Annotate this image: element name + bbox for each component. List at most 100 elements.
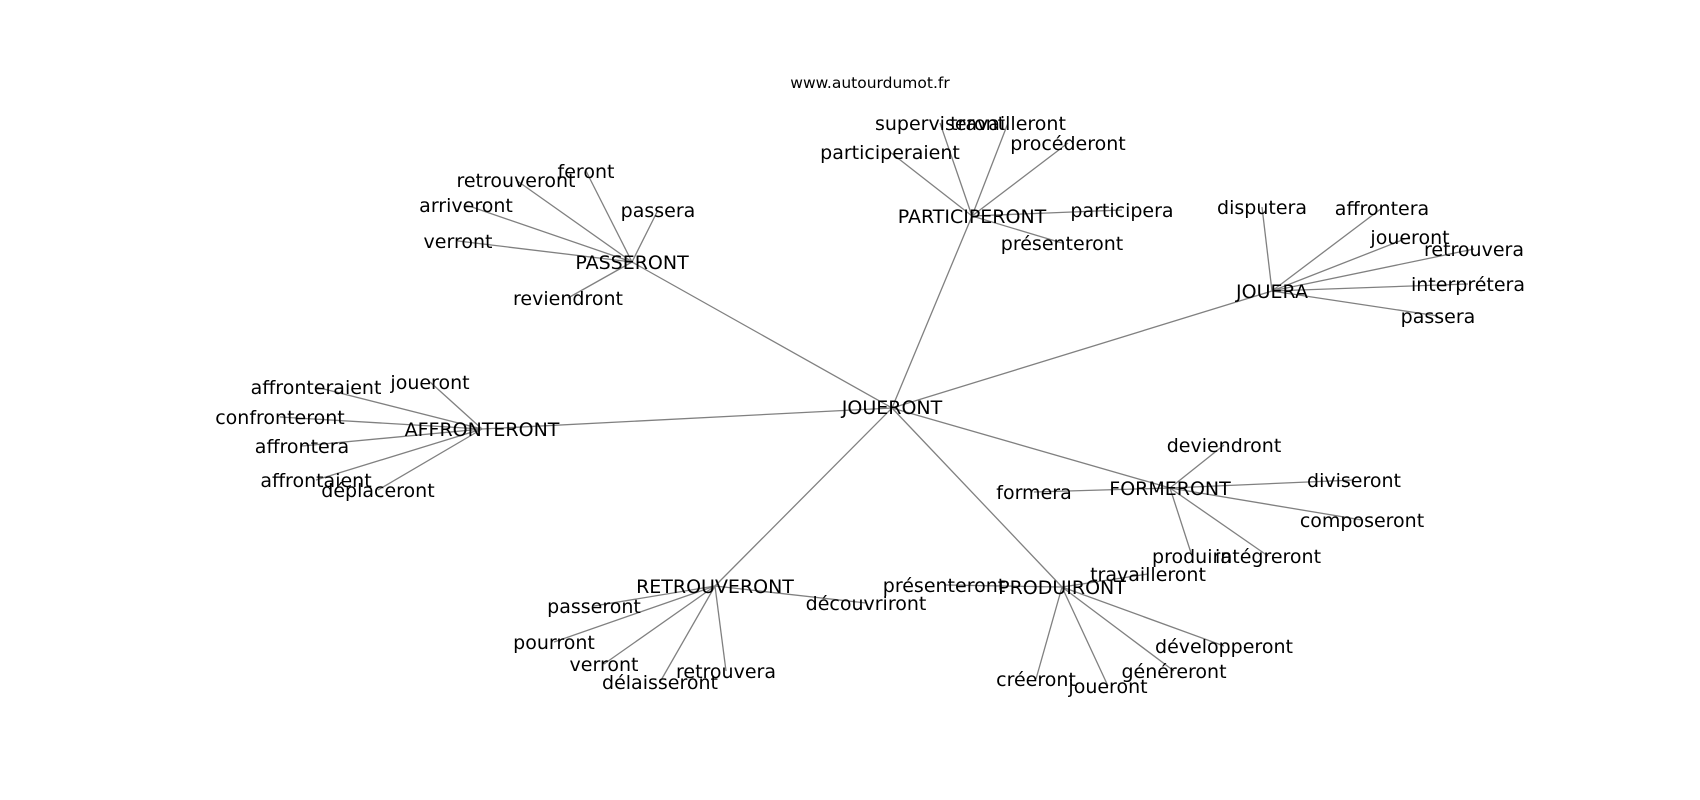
leaf-node-label: produira — [1152, 546, 1232, 568]
hub-leaf-edge — [585, 170, 633, 263]
leaf-node-label: délaisseront — [602, 672, 718, 694]
hub-leaf-edge — [1061, 586, 1175, 672]
hub-leaf-edge — [1169, 487, 1269, 557]
hub-leaf-edge — [279, 416, 483, 430]
graph-edges — [279, 122, 1475, 687]
hub-leaf-edge — [1271, 236, 1411, 292]
graph-labels: www.autourdumot.fr JOUERONT PARTICIPERON… — [215, 74, 1525, 698]
hub-leaf-edge — [1271, 283, 1469, 292]
leaf-node-label: pourront — [513, 632, 595, 654]
leaf-node-label: composeront — [1300, 510, 1424, 532]
leaf-node-label: travailleront — [1090, 564, 1206, 586]
hub-leaf-edge — [939, 122, 973, 217]
hub-leaf-edge — [659, 585, 716, 683]
leaf-node-label: passeront — [547, 596, 641, 618]
hub-leaf-edge — [1271, 207, 1383, 292]
hub-leaf-edge — [301, 428, 483, 447]
hub-node-label: JOUERA — [1235, 281, 1308, 303]
leaf-node-label: procéderont — [1010, 133, 1125, 155]
leaf-node-label: passera — [1401, 306, 1476, 328]
center-hub-edge — [891, 215, 973, 409]
center-hub-edge — [891, 407, 1171, 489]
hub-leaf-edge — [1169, 444, 1225, 489]
leaf-node-label: arriveront — [419, 195, 513, 217]
leaf-node-label: affronteraient — [251, 377, 382, 399]
center-hub-edge — [481, 407, 893, 430]
hub-leaf-edge — [603, 585, 716, 665]
leaf-node-label: participeraient — [820, 142, 960, 164]
center-hub-edge — [891, 407, 1063, 588]
hub-leaf-edge — [377, 428, 483, 491]
hub-node-label: RETROUVERONT — [636, 576, 794, 598]
leaf-node-label: deviendront — [1167, 435, 1282, 457]
leaf-node-label: joueront — [1369, 227, 1449, 249]
hub-node-label: PARTICIPERONT — [898, 206, 1047, 228]
leaf-node-label: joueront — [1067, 676, 1147, 698]
leaf-node-label: participera — [1070, 200, 1173, 222]
leaf-node-label: reviendront — [513, 288, 623, 310]
leaf-node-label: déplaceront — [321, 480, 434, 502]
hub-leaf-edge — [1169, 487, 1363, 521]
leaf-node-label: interprétera — [1411, 274, 1525, 296]
leaf-node-label: passera — [621, 200, 696, 222]
hub-node-label: PRODUIRONT — [998, 577, 1126, 599]
center-node-label: JOUERONT — [841, 397, 943, 419]
hub-leaf-edge — [315, 386, 483, 430]
hub-leaf-edge — [515, 179, 633, 263]
hub-leaf-edge — [1033, 487, 1171, 493]
center-hub-edge — [891, 290, 1273, 409]
hub-leaf-edge — [1061, 573, 1149, 588]
hub-leaf-edge — [553, 585, 716, 643]
leaf-node-label: superviseront — [875, 113, 1005, 135]
leaf-node-label: généreront — [1121, 661, 1226, 683]
hub-leaf-edge — [465, 204, 633, 263]
hub-leaf-edge — [714, 585, 867, 604]
leaf-node-label: présenteront — [883, 575, 1005, 597]
hub-leaf-edge — [631, 209, 659, 263]
center-hub-edge — [631, 261, 893, 409]
leaf-node-label: créeront — [996, 669, 1076, 691]
hub-leaf-edge — [889, 151, 973, 217]
leaf-node-label: joueront — [389, 372, 469, 394]
leaf-node-label: diviseront — [1307, 470, 1401, 492]
hub-leaf-edge — [1061, 586, 1225, 647]
center-hub-edge — [714, 407, 893, 587]
source-label: www.autourdumot.fr — [790, 74, 950, 92]
hub-leaf-edge — [1035, 586, 1063, 680]
leaf-node-label: développeront — [1155, 636, 1293, 658]
hub-leaf-edge — [315, 428, 483, 481]
hub-leaf-edge — [429, 381, 483, 430]
hub-node-label: PASSERONT — [575, 252, 689, 274]
hub-node-label: FORMERONT — [1109, 478, 1231, 500]
leaf-node-label: verront — [424, 231, 493, 253]
hub-leaf-edge — [971, 209, 1123, 217]
leaf-node-label: feront — [558, 161, 615, 183]
hub-leaf-edge — [1271, 248, 1475, 292]
hub-leaf-edge — [971, 142, 1069, 217]
hub-leaf-edge — [457, 240, 633, 263]
hub-leaf-edge — [971, 122, 1009, 217]
hub-node-label: AFFRONTERONT — [405, 419, 560, 441]
leaf-node-label: verront — [570, 654, 639, 676]
hub-leaf-edge — [1169, 487, 1193, 557]
leaf-node-label: découvriront — [806, 593, 927, 615]
leaf-node-label: affrontera — [255, 436, 349, 458]
hub-leaf-edge — [971, 215, 1063, 244]
hub-leaf-edge — [943, 584, 1063, 588]
hub-leaf-edge — [714, 585, 727, 672]
leaf-node-label: intégreront — [1215, 546, 1321, 568]
leaf-node-label: affrontaient — [260, 470, 371, 492]
leaf-node-label: confronteront — [215, 407, 345, 429]
leaf-node-label: disputera — [1217, 197, 1307, 219]
leaf-node-label: formera — [996, 482, 1071, 504]
leaf-node-label: présenteront — [1001, 233, 1123, 255]
hub-leaf-edge — [1271, 290, 1439, 317]
leaf-node-label: affrontera — [1335, 198, 1429, 220]
hub-leaf-edge — [593, 585, 716, 607]
hub-leaf-edge — [1169, 479, 1355, 489]
leaf-node-label: retrouvera — [676, 661, 776, 683]
leaf-node-label: retrouveront — [456, 170, 575, 192]
leaf-node-label: travailleront — [950, 113, 1066, 135]
hub-leaf-edge — [1061, 586, 1109, 687]
